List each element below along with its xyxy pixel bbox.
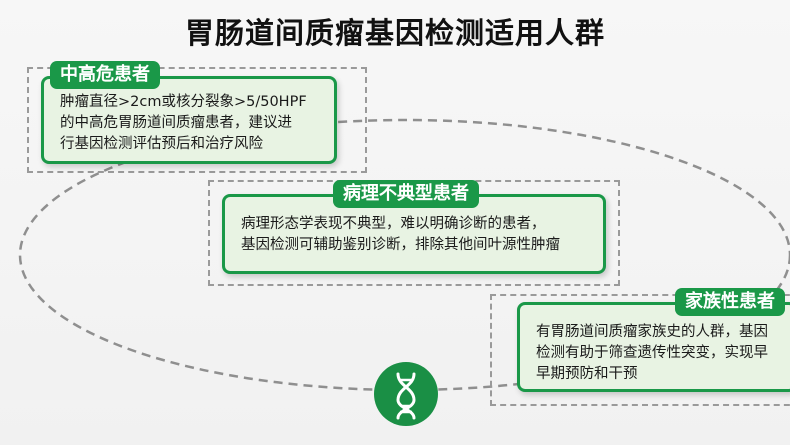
card-high-risk: 肿瘤直径>2cm或核分裂象>5/50HPF 的中高危胃肠道间质瘤患者，建议进 行… <box>41 76 337 164</box>
card-atypical-text: 病理形态学表现不典型，难以明确诊断的患者， 基因检测可辅助鉴别诊断，排除其他间叶… <box>241 216 560 253</box>
card-familial-text: 有胃肠道间质瘤家族史的人群，基因 检测有助于筛查遗传性突变，实现早 早期预防和干… <box>536 324 768 382</box>
badge-familial: 家族性患者 <box>675 288 785 316</box>
badge-high-risk: 中高危患者 <box>50 61 160 89</box>
dashed-frame-1 <box>27 67 367 173</box>
card-familial: 有胃肠道间质瘤家族史的人群，基因 检测有助于筛查遗传性突变，实现早 早期预防和干… <box>517 302 790 392</box>
page-title: 胃肠道间质瘤基因检测适用人群 <box>184 16 605 50</box>
dashed-frame-3 <box>490 294 790 406</box>
card-high-risk-text: 肿瘤直径>2cm或核分裂象>5/50HPF 的中高危胃肠道间质瘤患者，建议进 行… <box>60 94 307 152</box>
badge-atypical: 病理不典型患者 <box>333 180 479 208</box>
dna-icon <box>374 362 438 426</box>
